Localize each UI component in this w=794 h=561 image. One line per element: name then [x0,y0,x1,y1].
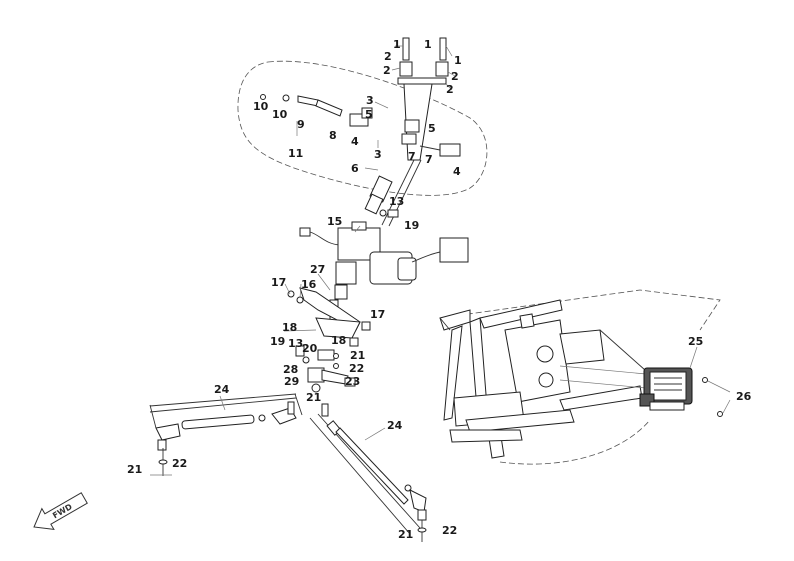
callout-28: 28 [283,363,298,376]
callout-2-b: 2 [383,64,391,77]
vehicle-frame [439,289,721,465]
callout-19-a: 19 [404,219,419,232]
callout-1-a: 1 [393,38,401,51]
callout-24-b: 24 [387,419,403,432]
callout-22-c: 22 [442,524,457,537]
callout-27: 27 [310,263,325,276]
callout-9: 9 [297,118,305,131]
callout-17-b: 17 [370,308,385,321]
callout-5-b: 5 [428,122,436,135]
callout-13-b: 13 [288,337,303,350]
callout-10-b: 10 [272,108,288,121]
callout-21-c: 21 [127,463,142,476]
callout-18-a: 18 [282,321,297,334]
callout-25: 25 [688,335,703,348]
callout-21-b: 21 [306,391,321,404]
callout-21-d: 21 [398,528,413,541]
callout-22-a: 22 [349,362,364,375]
callout-22-b: 22 [172,457,187,470]
callout-24-a: 24 [214,383,230,396]
callout-4-a: 4 [351,135,359,148]
callout-1-b: 1 [424,38,432,51]
callout-13-a: 13 [389,195,404,208]
eps-control-unit [639,367,731,417]
bolt-19 [387,209,399,218]
leader-lines [219,45,698,441]
callout-8: 8 [329,129,337,142]
mounting-bracket [287,287,371,347]
shaft-group-outline [237,60,488,196]
washer-13 [379,209,387,217]
callout-7-a: 7 [408,150,416,163]
callout-2-d: 2 [446,83,454,96]
callout-21-a: 21 [350,349,365,362]
fwd-arrow-icon: FWD [33,492,88,531]
callout-18-b: 18 [331,334,346,347]
lower-column [295,345,356,393]
callout-11: 11 [288,147,303,160]
callout-19-b: 19 [270,335,285,348]
callout-3-a: 3 [366,94,374,107]
callout-2-a: 2 [384,50,392,63]
callout-16: 16 [301,278,317,291]
callout-7-b: 7 [425,153,433,166]
callout-23: 23 [345,375,360,388]
top-bolts [397,37,449,85]
callouts: 1 1 1 2 2 2 2 3 3 4 4 5 5 6 7 7 8 9 10 1… [127,38,752,541]
tie-rod-right [309,403,427,542]
callout-15: 15 [327,215,342,228]
callout-4-b: 4 [453,165,461,178]
callout-26: 26 [736,390,752,403]
tie-rod-left [149,393,303,476]
shaft-group-small-parts [260,94,461,157]
callout-20: 20 [302,342,318,355]
callout-10-a: 10 [253,100,269,113]
callout-29: 29 [284,375,299,388]
callout-17-a: 17 [271,276,286,289]
callout-5-a: 5 [365,108,373,121]
callout-6: 6 [351,162,359,175]
callout-3-b: 3 [374,148,382,161]
eps-motor-assembly [299,221,469,331]
callout-2-c: 2 [451,70,459,83]
callout-1-c: 1 [454,54,462,67]
